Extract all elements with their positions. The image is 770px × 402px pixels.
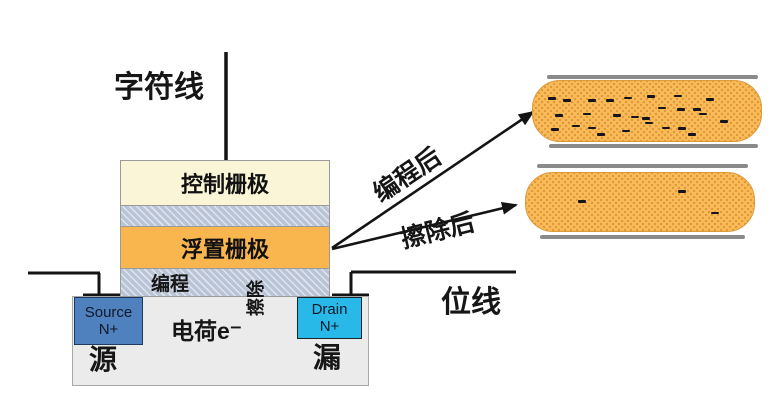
electron-dash [692, 108, 701, 111]
source-nplus-label: N+ [98, 321, 119, 338]
electron-dash [661, 126, 670, 130]
electron-dash [605, 99, 614, 102]
electron-dash [676, 108, 685, 111]
electron-dash [554, 114, 563, 117]
oxide-layer-top [120, 204, 330, 228]
electron-dash [647, 95, 655, 98]
electron-dash [644, 121, 653, 125]
drain-label-en: Drain [311, 300, 348, 318]
erased-floating-gate-capsule [525, 172, 755, 232]
erase-label: 擦除 [246, 280, 266, 316]
electron-dash [562, 99, 571, 102]
charge-electron-label: 电荷e⁻ [171, 318, 242, 344]
source-contact-wire [28, 271, 101, 296]
electron-dash [699, 112, 708, 116]
electron-dash [677, 127, 686, 130]
erased-capsule-bottom-plate [540, 235, 745, 239]
programmed-floating-gate-capsule [532, 80, 762, 142]
programmed-capsule-bottom-plate [549, 144, 758, 148]
floating-gate-label: 浮置栅极 [180, 236, 269, 262]
programmed-capsule-top-plate [547, 75, 758, 79]
electron-dash [719, 120, 728, 123]
electron-dash [658, 106, 667, 110]
after-erase-arrow [331, 201, 518, 251]
electron-dash [624, 96, 633, 100]
bit-line-wire [349, 270, 516, 296]
electron-dash [706, 98, 715, 101]
floating-gate-box: 浮置栅极 [120, 226, 330, 269]
control-gate-box: 控制栅极 [120, 160, 330, 206]
electron-dash [688, 133, 697, 136]
electron-dash [551, 128, 560, 131]
erased-capsule-top-plate [537, 164, 748, 168]
control-gate-label: 控制栅极 [180, 172, 269, 197]
drain-nplus-label: N+ [319, 318, 340, 335]
electron-dash [583, 112, 592, 116]
electron-dash [674, 94, 683, 98]
electron-dash [631, 115, 640, 119]
source-cn-label: 源 [89, 344, 118, 375]
oxide-layer-bottom [120, 267, 330, 297]
electron-dash [710, 211, 719, 215]
electron-dash [642, 117, 651, 120]
program-label: 编程 [151, 274, 190, 295]
electron-dash [596, 133, 605, 136]
after-program-arrow [331, 110, 535, 250]
drain-cn-label: 漏 [313, 342, 342, 373]
electron-dash [547, 97, 556, 100]
electron-dash [587, 126, 596, 130]
bit-line-label: 位线 [441, 286, 501, 319]
word-line-label: 字符线 [114, 71, 204, 104]
drain-nplus-region: Drain N+ [297, 297, 362, 339]
source-label-en: Source [84, 303, 133, 321]
electron-dash [612, 114, 621, 117]
electron-dash [571, 124, 580, 128]
electron-dash [578, 200, 587, 203]
electron-dash [587, 99, 596, 102]
electron-dash [621, 129, 630, 133]
source-nplus-region: Source N+ [74, 297, 143, 345]
electron-dash [677, 190, 686, 193]
